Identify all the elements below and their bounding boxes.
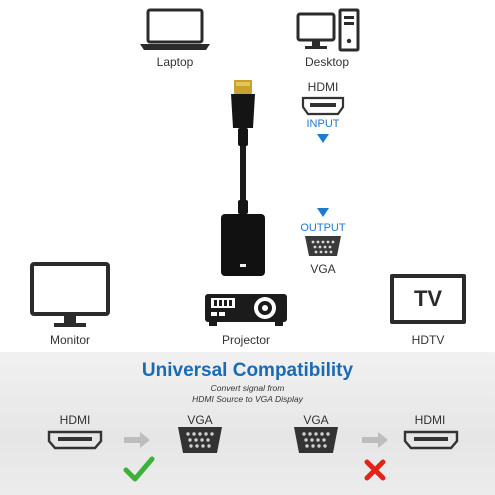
hdmi-port-icon	[403, 430, 459, 450]
laptop-icon	[140, 8, 210, 50]
arrow-right-icon	[362, 432, 388, 448]
vga-port-icon	[294, 427, 338, 453]
hdtv-label: HDTV	[411, 333, 445, 347]
ok-target-label: VGA	[187, 413, 213, 427]
down-arrow-icon	[317, 134, 329, 143]
vga-output-label: VGA	[310, 262, 336, 276]
hdmi-port-icon	[301, 96, 345, 116]
desktop-label: Desktop	[304, 55, 350, 69]
vga-port-icon	[305, 236, 341, 256]
compatibility-title: Universal Compatibility	[141, 360, 354, 381]
tv-screen-text: TV	[413, 286, 443, 311]
monitor-icon	[30, 262, 110, 327]
hdmi-to-vga-adapter-icon	[221, 80, 265, 276]
ok-source-label: HDMI	[59, 413, 91, 427]
desktop-icon	[296, 8, 360, 52]
projector-icon	[205, 294, 287, 326]
output-label: OUTPUT	[300, 222, 346, 234]
compatibility-subtitle-line2: HDMI Source to VGA Display	[192, 394, 303, 404]
projector-label: Projector	[221, 333, 271, 347]
hdmi-input-label: HDMI	[307, 80, 339, 94]
arrow-right-icon	[124, 432, 150, 448]
checkmark-icon	[123, 456, 155, 482]
input-label: INPUT	[306, 118, 340, 130]
down-arrow-icon	[317, 208, 329, 217]
hdmi-port-icon	[47, 430, 103, 450]
laptop-label: Laptop	[156, 55, 194, 69]
compatibility-subtitle-line1: Convert signal from	[210, 383, 285, 393]
bad-target-label: HDMI	[414, 413, 446, 427]
vga-port-icon	[178, 427, 222, 453]
bad-source-label: VGA	[303, 413, 329, 427]
monitor-label: Monitor	[49, 333, 90, 347]
cross-icon	[364, 459, 386, 481]
tv-icon: TV	[390, 274, 466, 324]
compatibility-panel	[0, 352, 495, 495]
